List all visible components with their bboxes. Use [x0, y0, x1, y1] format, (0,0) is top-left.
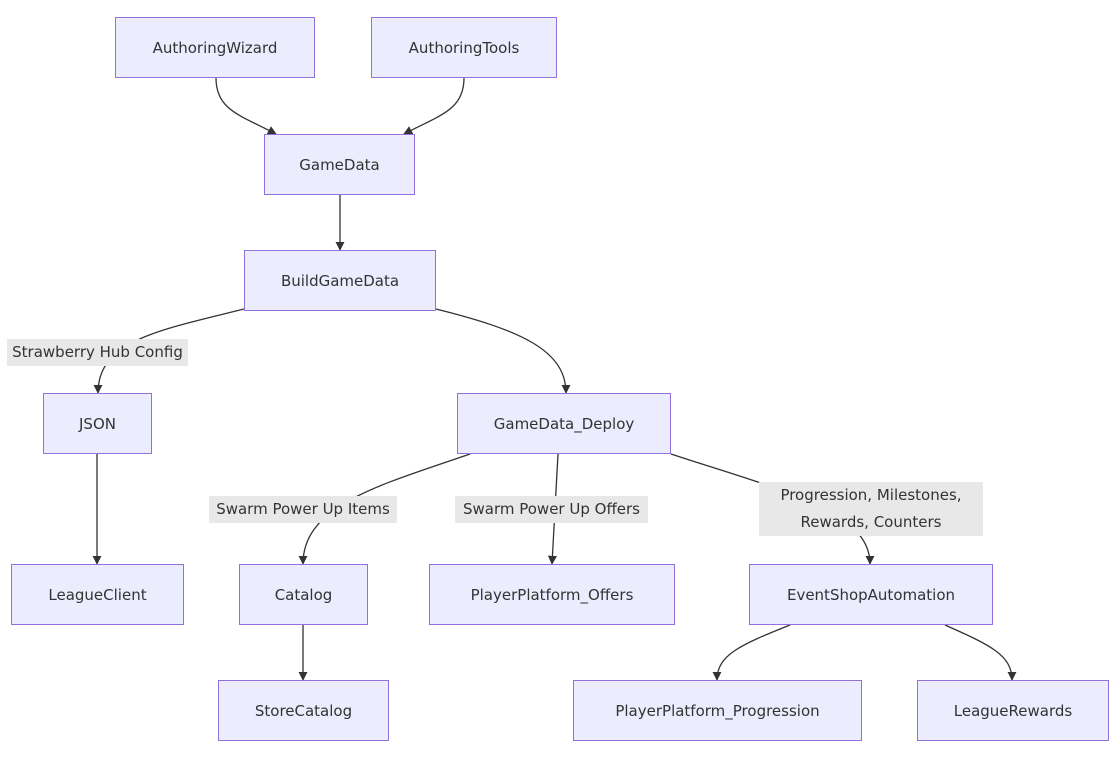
node-label: LeagueRewards — [953, 701, 1073, 720]
node-playerplatform-offers[interactable]: PlayerPlatform_Offers — [429, 564, 675, 625]
node-eventshopautomation[interactable]: EventShopAutomation — [749, 564, 993, 625]
edge-label-gamedata-deploy-to-catalog: Swarm Power Up Items — [209, 496, 397, 523]
node-label: AuthoringTools — [408, 38, 520, 57]
node-storecatalog[interactable]: StoreCatalog — [218, 680, 389, 741]
node-gamedata-deploy[interactable]: GameData_Deploy — [457, 393, 671, 454]
edge-eventshopautomation-to-leaguerewards — [944, 624, 1017, 681]
node-playerplatform-progression[interactable]: PlayerPlatform_Progression — [573, 680, 862, 741]
edge-label-gamedata-deploy-to-playerplatform-offers: Swarm Power Up Offers — [455, 496, 648, 523]
node-label: PlayerPlatform_Progression — [615, 701, 820, 720]
node-authoringwizard[interactable]: AuthoringWizard — [115, 17, 315, 78]
node-label: PlayerPlatform_Offers — [470, 585, 634, 604]
node-catalog[interactable]: Catalog — [239, 564, 368, 625]
node-json[interactable]: JSON — [43, 393, 152, 454]
node-gamedata[interactable]: GameData — [264, 134, 415, 195]
node-buildgamedata[interactable]: BuildGameData — [244, 250, 436, 311]
edge-label-gamedata-deploy-to-eventshopautomation: Progression, Milestones, Rewards, Counte… — [759, 482, 983, 536]
node-label: BuildGameData — [280, 271, 400, 290]
edge-eventshopautomation-to-playerplatform-progression — [712, 624, 791, 681]
node-label: GameData — [299, 155, 380, 174]
node-label: EventShopAutomation — [786, 585, 956, 604]
node-label: Catalog — [274, 585, 333, 604]
node-leaguerewards[interactable]: LeagueRewards — [917, 680, 1109, 741]
node-authoringtools[interactable]: AuthoringTools — [371, 17, 557, 78]
edge-authoringwizard-to-gamedata — [215, 77, 277, 135]
node-label: LeagueClient — [48, 585, 147, 604]
node-label: JSON — [79, 414, 116, 433]
node-label: StoreCatalog — [254, 701, 353, 720]
node-label: AuthoringWizard — [152, 38, 278, 57]
edge-label-buildgamedata-to-json: Strawberry Hub Config — [7, 339, 188, 366]
edge-authoringtools-to-gamedata — [403, 77, 465, 135]
edge-buildgamedata-to-gamedata-deploy — [435, 308, 571, 394]
node-label: GameData_Deploy — [493, 414, 635, 433]
node-leagueclient[interactable]: LeagueClient — [11, 564, 184, 625]
